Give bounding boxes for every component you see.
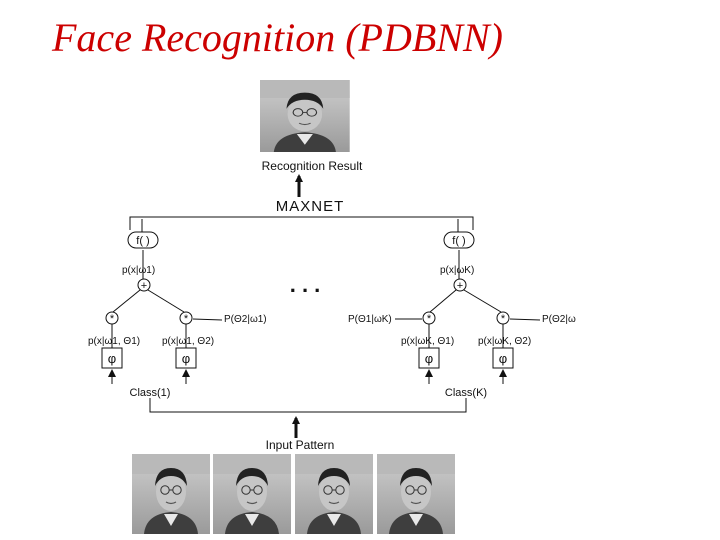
right-prior-label-1: P(Θ1|ωK) [348,314,392,325]
ellipsis: . . . [290,272,321,297]
product-symbol-right-2: * [501,313,506,325]
right-prior-label-2: P(Θ2|ω [542,314,576,325]
f-label-right: f( ) [452,235,465,247]
input-pattern-label: Input Pattern [266,438,335,452]
result-face-image [259,79,351,153]
left-likelihood-2: p(x|ω1, Θ2) [162,336,214,347]
input-face-2 [212,453,292,535]
sum-symbol-left: + [141,280,147,292]
input-face-1 [131,453,211,535]
svg-text:φ: φ [182,351,190,366]
slide-title: Face Recognition (PDBNN) [52,15,503,60]
left-posterior-label: p(x|ω1) [122,265,155,276]
f-label-left: f( ) [136,235,149,247]
svg-text:φ: φ [108,351,116,366]
product-symbol-left-2: * [184,313,189,325]
class-k-label: Class(K) [445,387,487,399]
svg-text:φ: φ [499,351,507,366]
maxnet-bracket [129,216,474,230]
left-prior-label: P(Θ2|ω1) [224,314,267,325]
product-symbol-right-1: * [427,313,432,325]
right-likelihood-2: p(x|ωK, Θ2) [478,336,531,347]
input-face-3 [294,453,374,535]
sum-node-left [137,278,151,292]
sum-symbol-right: + [457,280,463,292]
f-node-left [127,231,159,249]
right-posterior-label: p(x|ωK) [440,265,474,276]
left-likelihood-1: p(x|ω1, Θ1) [88,336,140,347]
recognition-result-label: Recognition Result [262,159,363,173]
phi-box-right-2: φ [492,324,514,369]
svg-text:φ: φ [425,351,433,366]
input-bracket [149,402,467,413]
phi-box-right-1: φ [418,324,440,369]
sum-node-right [453,278,467,292]
input-face-4 [376,453,456,535]
f-node-right [443,231,475,249]
phi-box-left-1: φ [101,324,123,369]
product-symbol-left-1: * [110,313,115,325]
right-likelihood-1: p(x|ωK, Θ1) [401,336,454,347]
maxnet-label: MAXNET [276,198,345,215]
class-1-label: Class(1) [130,387,171,399]
phi-box-left-2: φ [175,324,197,369]
